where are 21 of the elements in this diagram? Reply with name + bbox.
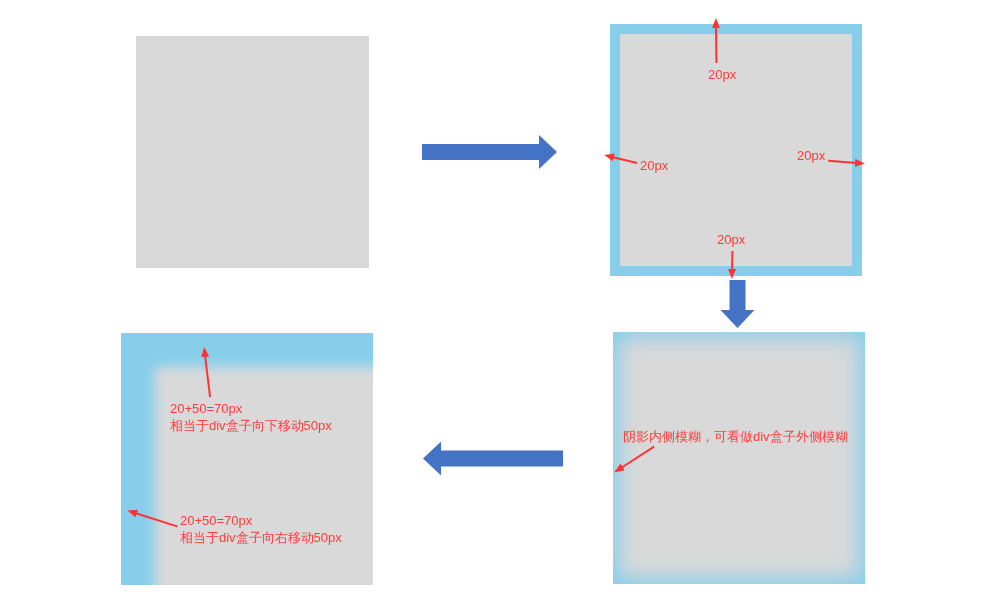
offset-shadow-square [121,333,373,585]
annotation-text: 20px [640,157,669,174]
bordered-square [610,24,862,276]
annotation-text: 20+50=70px 相当于div盒子向右移动50px [180,512,342,546]
leader-line [614,445,656,473]
blurred-shadow-square [613,332,865,584]
leader-line [728,250,737,279]
annotation-text: 20px [797,147,826,164]
leader-line [201,347,212,398]
block-arrow [720,280,755,328]
square-box [136,36,369,268]
block-arrow [423,441,563,476]
annotation-text: 20+50=70px 相当于div盒子向下移动50px [170,400,332,434]
leader-line [127,509,179,528]
annotation-text: 阴影内侧模糊，可看做div盒子外侧模糊 [623,428,848,445]
annotation-text: 20px [717,231,746,248]
leader-line [604,153,639,165]
leader-line [827,158,865,167]
annotation-text: 20px [708,66,737,83]
block-arrow [422,135,557,169]
leader-line [712,18,720,64]
